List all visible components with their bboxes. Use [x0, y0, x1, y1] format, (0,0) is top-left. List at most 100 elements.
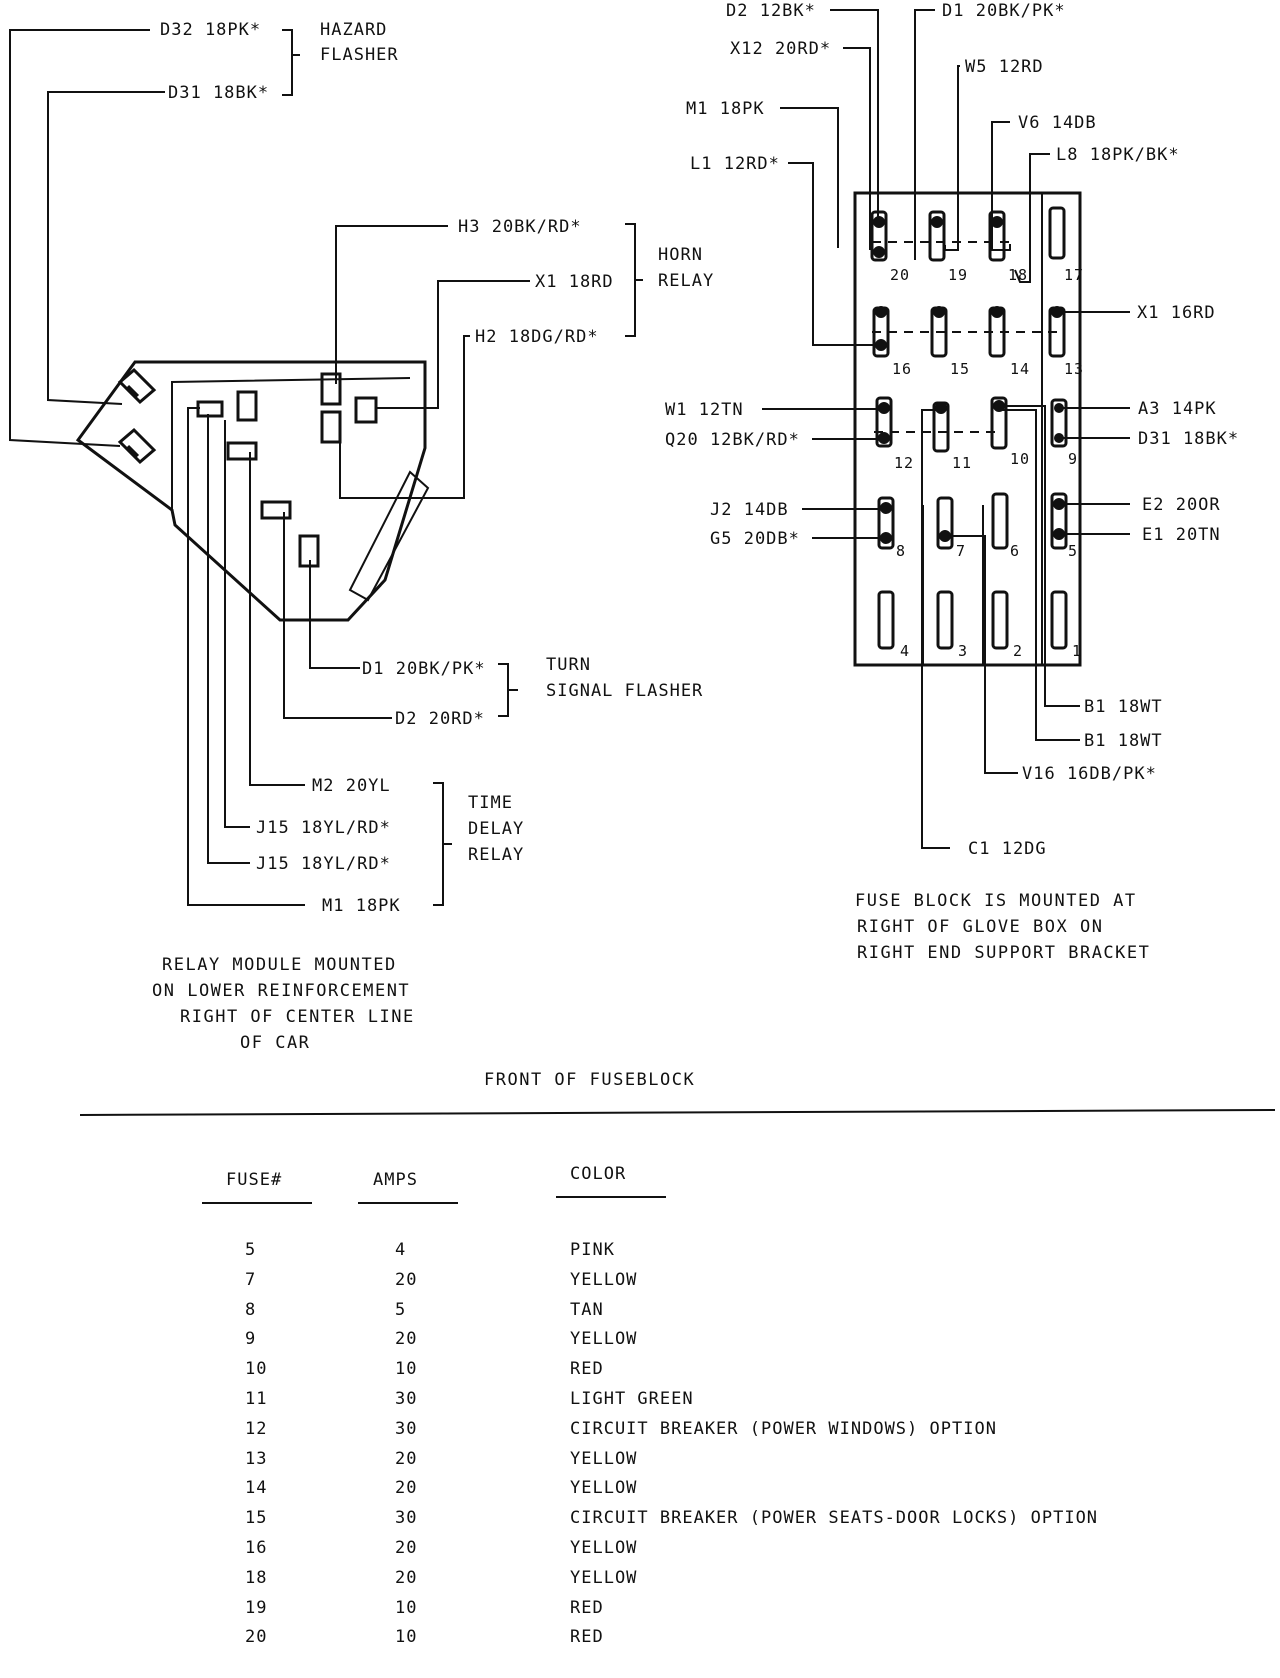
fuse-table-amps-cell: 20 [395, 1478, 418, 1499]
wire-label: D1 20BK/PK* [942, 1, 1066, 21]
wire-label: L1 12RD* [690, 154, 780, 174]
fuse-table-color-cell: YELLOW [570, 1269, 638, 1290]
fuse-table-color-cell: PINK [570, 1240, 615, 1260]
fuse-number: 2 [1013, 642, 1023, 660]
time-delay-relay-label: RELAY [468, 845, 524, 865]
relay-module: D32 18PK* D31 18BK* HAZARD FLASHER H3 20… [9, 20, 714, 1053]
fuse-table-fuse-cell: 19 [245, 1597, 268, 1618]
horn-relay-label: HORN [658, 245, 703, 265]
fuse-table-fuse-cell: 13 [245, 1448, 268, 1469]
fuse-number: 11 [952, 454, 972, 472]
fuse-number: 19 [948, 266, 968, 284]
fuse-table-fuse-cell: 18 [245, 1567, 268, 1588]
fuse-block-note: FUSE BLOCK IS MOUNTED AT [855, 891, 1137, 911]
fuse-table-fuse-cell: 12 [245, 1418, 268, 1439]
fuse-block: 20 19 18 17 16 15 14 13 12 11 10 9 8 7 6… [665, 1, 1239, 963]
time-delay-relay-terminals [196, 390, 258, 461]
relay-module-note: OF CAR [240, 1033, 310, 1053]
fuse-table-fuse-cell: 16 [245, 1538, 268, 1558]
fuse-number: 9 [1068, 450, 1078, 468]
wire-label: A3 14PK [1138, 399, 1217, 419]
fuse-table-amps-cell: 10 [395, 1627, 418, 1648]
wire-label: D31 18BK* [1138, 429, 1239, 449]
fuse-table-amps-cell: 10 [395, 1597, 418, 1618]
front-of-fuseblock-label: FRONT OF FUSEBLOCK [484, 1070, 695, 1090]
fuse-table-fuse-cell: 11 [245, 1389, 268, 1409]
wire-label: J2 14DB [710, 500, 789, 520]
relay-module-note: ON LOWER REINFORCEMENT [152, 981, 410, 1001]
fuse-number: 6 [1010, 542, 1020, 560]
table-row: 12 30 CIRCUIT BREAKER (POWER WINDOWS) OPTI… [190, 1419, 1190, 1447]
relay-module-tab [348, 470, 430, 602]
wire-label: J15 18YL/RD* [256, 854, 391, 874]
turn-signal-flasher-terminals [260, 500, 320, 568]
wire-label: D2 12BK* [726, 1, 816, 21]
fuse-number: 10 [1010, 450, 1030, 468]
fuse-number: 14 [1010, 360, 1030, 378]
fuse-table-color-cell: RED [570, 1359, 604, 1380]
wire-label: M1 18PK [322, 896, 401, 916]
fuse-table-fuse-cell: 7 [245, 1269, 257, 1290]
wire-label: Q20 12BK/RD* [665, 430, 800, 450]
wire-label: X1 18RD [535, 272, 614, 292]
wire-label: L8 18PK/BK* [1056, 145, 1180, 165]
fuse-table-amps-cell: 4 [395, 1240, 407, 1260]
fuse-table-amps-cell: 30 [395, 1389, 418, 1409]
fuse-table-fuse-cell: 5 [245, 1240, 257, 1260]
turn-signal-flasher-label: TURN [546, 655, 591, 675]
fuse-table-color-cell: CIRCUIT BREAKER (POWER WINDOWS) OPTION [570, 1418, 997, 1439]
fuse-table-amps-cell: 20 [395, 1567, 418, 1588]
table-row: 5 4 PINK [190, 1240, 1190, 1268]
wire-label: V6 14DB [1018, 113, 1097, 133]
fuse-number: 3 [958, 642, 968, 660]
table-row: 13 20 YELLOW [190, 1449, 1190, 1477]
fuse-table-fuse-cell: 8 [245, 1299, 257, 1320]
time-delay-relay-label: TIME [468, 793, 513, 813]
wire-label: E1 20TN [1142, 525, 1221, 545]
fuse-table-fuse-cell: 9 [245, 1329, 257, 1350]
table-row: 7 20 YELLOW [190, 1270, 1190, 1298]
hazard-flasher-label: FLASHER [320, 45, 399, 65]
horn-relay-terminals [320, 372, 378, 444]
fuse-table-amps-cell: 20 [395, 1329, 418, 1350]
fuse-table-color-cell: YELLOW [570, 1329, 638, 1350]
wire-label: H2 18DG/RD* [475, 327, 599, 347]
fuse-table-fuse-cell: 15 [245, 1508, 268, 1529]
fuse-table-fuse-cell: 14 [245, 1478, 268, 1499]
relay-module-outline [75, 360, 427, 622]
wire-label: B1 18WT [1084, 697, 1163, 717]
fuse-table-amps-cell: 30 [395, 1418, 418, 1439]
amps-column-header: AMPS [373, 1170, 418, 1190]
header-underline [556, 1196, 666, 1198]
fuse-number: 15 [950, 360, 970, 378]
wire-label: D32 18PK* [160, 20, 261, 40]
fuse-number: 17 [1064, 266, 1084, 284]
fuse-table-amps-cell: 20 [395, 1269, 418, 1290]
horn-relay-label: RELAY [658, 271, 714, 291]
fuse-number: 5 [1068, 542, 1078, 560]
fuse-column-header: FUSE# [226, 1170, 283, 1190]
color-column-header: COLOR [570, 1164, 627, 1184]
fuse-number: 8 [896, 542, 906, 560]
fuse-table-amps-cell: 20 [395, 1448, 418, 1469]
fuse-slots [870, 206, 1068, 650]
fuse-table-color-cell: LIGHT GREEN [570, 1389, 694, 1409]
fuse-table-color-cell: YELLOW [570, 1538, 638, 1558]
fuse-table-color-cell: YELLOW [570, 1448, 638, 1469]
fuse-table-amps-cell: 10 [395, 1359, 418, 1380]
wire-label: D2 20RD* [395, 709, 485, 729]
fuse-number: 7 [956, 542, 966, 560]
fuse-table-amps-cell: 5 [395, 1299, 407, 1320]
hazard-flasher-terminals [117, 367, 157, 465]
fuse-block-note: RIGHT OF GLOVE BOX ON [857, 917, 1103, 937]
wire-label: M1 18PK [686, 99, 765, 119]
fuse-number: 12 [894, 454, 914, 472]
